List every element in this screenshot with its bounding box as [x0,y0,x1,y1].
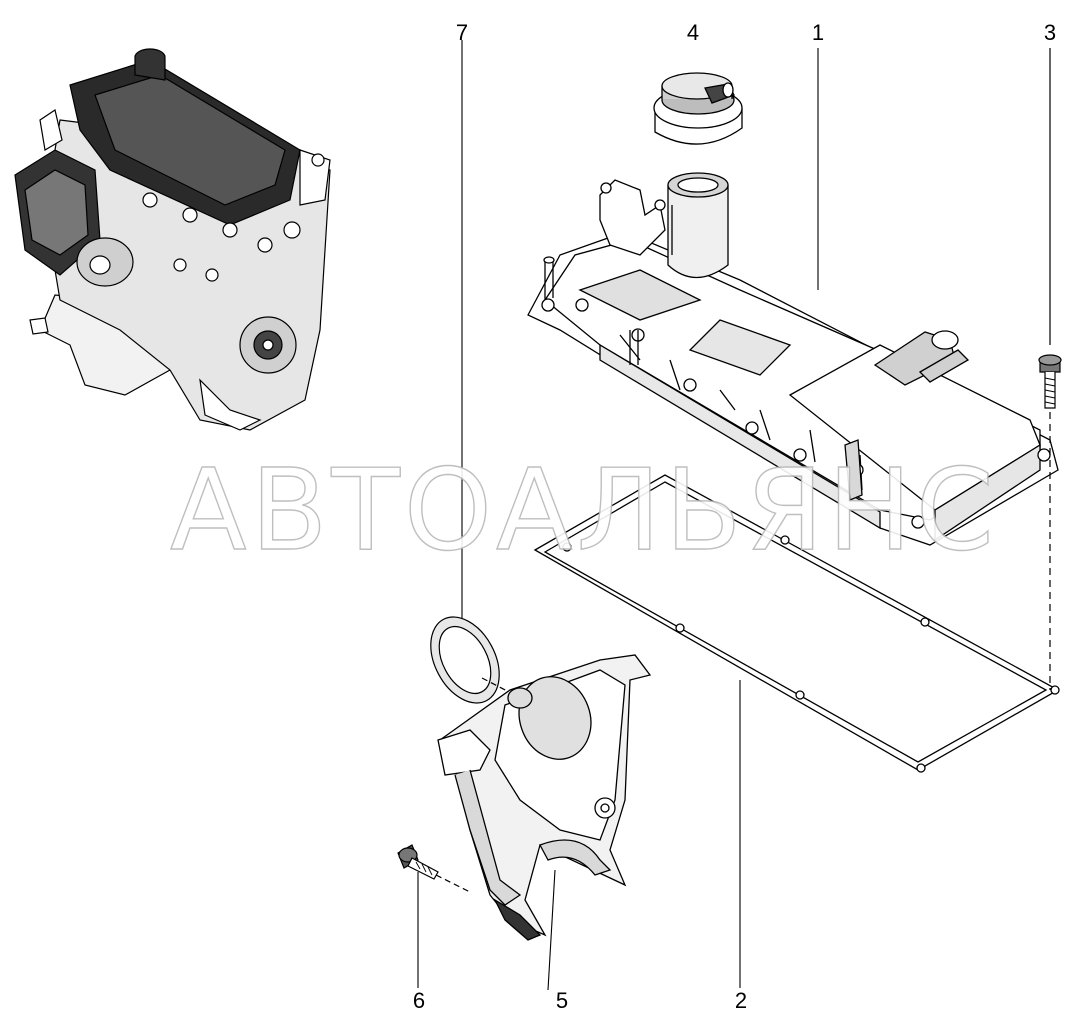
callout-label-3: 3 [1043,20,1057,45]
callout-label-7: 7 [455,20,469,45]
timing-cover-illustration [437,654,652,991]
screw-illustration [397,844,471,988]
valve-cover-illustration [527,48,1059,546]
callout-label-2: 2 [734,988,748,1013]
oil-filler-cap-illustration [653,72,743,145]
callout-label-5: 5 [555,988,569,1013]
seal-ring-illustration [430,40,516,704]
engine-assembly-illustration [14,48,331,431]
bolt-illustration [1038,48,1062,690]
callout-label-1: 1 [811,20,825,45]
callout-label-6: 6 [412,988,426,1013]
gasket-illustration [533,474,1060,988]
callout-label-4: 4 [686,20,700,45]
watermark-text: АВТОАЛЬЯНС [169,446,998,576]
